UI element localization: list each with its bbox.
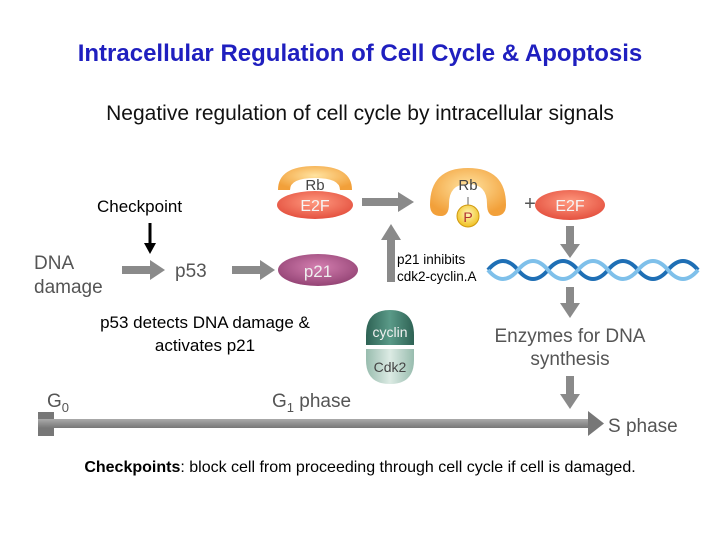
arrow-enzymes-to-sphase-shaft xyxy=(566,376,574,396)
p21-inhibition-annotation: p21 inhibits cdk2-cyclin.A xyxy=(397,251,477,285)
arrow-p53-to-p21-shaft xyxy=(232,266,262,274)
arrow-rb-phosphorylation-shaft xyxy=(362,198,400,206)
e2f-right-label: E2F xyxy=(555,198,585,215)
cyclin-shape xyxy=(366,310,414,345)
phosphate-shape xyxy=(456,204,480,228)
checkpoints-definition: Checkpoints: block cell from proceeding … xyxy=(0,459,720,477)
dna-damage-label-line1: DNA xyxy=(34,253,74,274)
cdk2-shape xyxy=(366,349,414,384)
dna-helix-icon xyxy=(486,259,700,281)
arrow-p53-to-p21-head xyxy=(260,260,275,280)
g1-phase-label: G1 phase xyxy=(272,391,351,415)
rb-phosphorylated-shape xyxy=(430,168,506,216)
cyclin-label: cyclin xyxy=(372,324,407,340)
checkpoint-annotation: Checkpoint xyxy=(97,197,183,217)
rb-left-shape xyxy=(278,166,352,190)
p21-note-line1: p21 inhibits xyxy=(397,252,466,267)
dna-damage-label-line2: damage xyxy=(34,277,103,298)
arrow-dna-to-enzymes-head xyxy=(560,303,580,318)
plus-sign: + xyxy=(524,193,536,215)
s-phase-label: S phase xyxy=(608,416,678,437)
e2f-left-label: E2F xyxy=(300,198,330,215)
p21-note-line2: cdk2-cyclin.A xyxy=(397,269,477,284)
cdk2-label: Cdk2 xyxy=(374,359,407,375)
arrow-e2f-to-dna-shaft xyxy=(566,226,574,246)
p53-label: p53 xyxy=(175,261,207,282)
rb-right-label: Rb xyxy=(458,177,477,194)
timeline-bar xyxy=(38,419,592,428)
arrow-dna-to-p53-shaft xyxy=(122,266,152,274)
arrow-dna-to-p53-head xyxy=(150,260,165,280)
p53-annotation: p53 detects DNA damage & activates p21 xyxy=(70,311,340,357)
p21-protein-shape xyxy=(278,254,358,286)
e2f-right-shape xyxy=(535,190,605,220)
arrow-p21-inhibition-shaft xyxy=(387,238,395,282)
p21-protein-label: p21 xyxy=(304,262,332,281)
page-subtitle: Negative regulation of cell cycle by int… xyxy=(106,102,614,125)
g0-label: G0 xyxy=(47,391,69,415)
rb-left-label: Rb xyxy=(305,177,324,194)
arrow-e2f-to-dna-head xyxy=(560,244,580,258)
checkpoint-arrowhead xyxy=(144,243,156,254)
checkpoints-term: Checkpoints xyxy=(84,459,181,476)
page-title: Intracellular Regulation of Cell Cycle &… xyxy=(77,40,643,67)
checkpoints-definition-text: : block cell from proceeding through cel… xyxy=(180,459,636,476)
arrow-p21-inhibition-head xyxy=(381,224,401,240)
arrow-rb-phosphorylation-head xyxy=(398,192,414,212)
e2f-left-shape xyxy=(277,191,353,219)
timeline-arrowhead xyxy=(588,411,604,436)
enzymes-label-line2: synthesis xyxy=(530,349,609,370)
arrow-enzymes-to-sphase-head xyxy=(560,394,580,409)
phosphate-label: P xyxy=(463,209,472,225)
enzymes-label-line1: Enzymes for DNA xyxy=(495,326,646,347)
arrow-dna-to-enzymes-shaft xyxy=(566,287,574,305)
